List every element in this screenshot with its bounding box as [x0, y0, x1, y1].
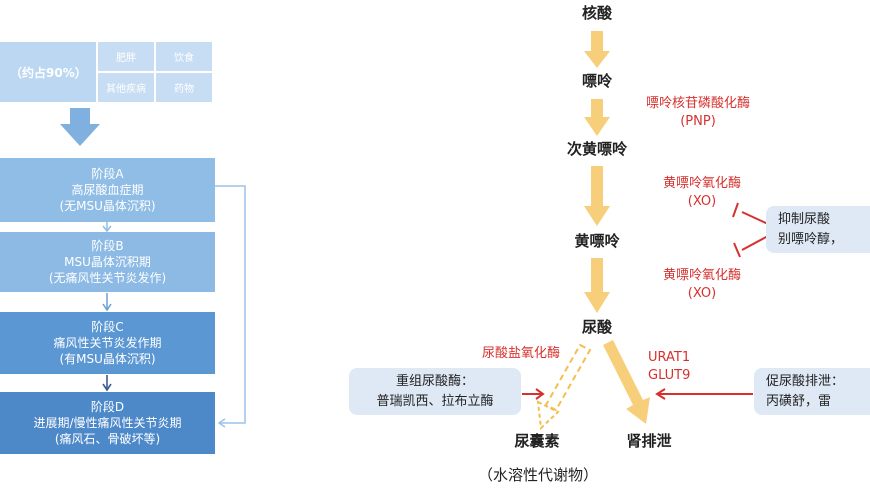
- stage-a-detail: (无MSU晶体沉积): [59, 199, 156, 214]
- promote-to-renal-arrow: [655, 388, 753, 400]
- cause-cell-drug: 药物: [156, 73, 212, 102]
- enzyme-xo2-abbr: (XO): [687, 286, 717, 301]
- stage-a-to-b-arrow: [102, 222, 112, 233]
- enzyme-xo1-name: 黄嘌呤氧化酶: [662, 176, 741, 191]
- stage-c-title: 阶段C: [91, 319, 124, 334]
- transporter-glut9: GLUT9: [648, 368, 691, 383]
- enzyme-xo2-name: 黄嘌呤氧化酶: [662, 268, 741, 283]
- node-renal-excretion: 肾排泄: [626, 432, 672, 450]
- promote-excretion-box: 促尿酸排泄： 丙磺舒，雷: [754, 368, 870, 415]
- stage-c-name: 痛风性关节炎发作期: [53, 335, 162, 350]
- recombinant-line1: 重组尿酸酶：: [395, 374, 474, 389]
- stage-b-to-c-arrow: [102, 293, 112, 312]
- arrow-nucleic-to-purine: [584, 31, 610, 68]
- node-allantoin: 尿囊素: [514, 432, 560, 450]
- inhibit-line1: 抑制尿酸: [778, 212, 831, 227]
- stage-d-title: 阶段D: [90, 399, 125, 414]
- stage-a-title: 阶段A: [91, 166, 124, 181]
- enzyme-xo1-abbr: (XO): [687, 194, 717, 209]
- recombinant-line2: 普瑞凯西、拉布立酶: [376, 393, 494, 409]
- stage-a-name: 高尿酸血症期: [71, 182, 144, 197]
- inhibit-xo1-line: [732, 202, 769, 225]
- stage-b-detail: (无痛风性关节炎发作): [48, 271, 167, 286]
- transporter-urat1: URAT1: [648, 350, 691, 365]
- stage-d-box: 阶段D 进展期/慢性痛风性关节炎期 (痛风石、骨破坏等): [0, 392, 215, 454]
- inhibit-uric-acid-box: 抑制尿酸 别嘌呤醇，: [766, 206, 870, 253]
- big-down-arrow: [60, 108, 100, 146]
- arrow-hypoxanthine-to-xanthine: [584, 166, 610, 226]
- promote-line1: 促尿酸排泄：: [766, 374, 845, 389]
- cause-cell-label: 药物: [174, 84, 194, 95]
- enzyme-uricase: 尿酸盐氧化酶: [481, 346, 560, 361]
- stage-a-to-d-bypass-line: [215, 185, 246, 428]
- stage-d-detail: (痛风石、骨破坏等): [54, 432, 161, 447]
- enzyme-pnp-name: 嘌呤核苷磷酸化酶: [645, 96, 750, 111]
- cause-main-label: （约占90%）: [10, 65, 87, 80]
- node-xanthine: 黄嘌呤: [574, 232, 620, 250]
- promote-line2: 丙磺舒，雷: [766, 393, 832, 409]
- arrow-purine-to-hypoxanthine: [584, 99, 610, 136]
- stage-b-box: 阶段B MSU晶体沉积期 (无痛风性关节炎发作): [0, 232, 215, 292]
- recombinant-uricase-box: 重组尿酸酶： 普瑞凯西、拉布立酶: [349, 368, 521, 415]
- node-nucleic-acid: 核酸: [581, 4, 612, 22]
- stage-b-title: 阶段B: [91, 238, 124, 253]
- allantoin-note: （水溶性代谢物）: [477, 466, 598, 484]
- node-purine: 嘌呤: [581, 72, 612, 90]
- stage-c-detail: (有MSU晶体沉积): [59, 352, 156, 367]
- stage-b-name: MSU晶体沉积期: [64, 254, 151, 269]
- arrow-uric-acid-to-allantoin-dashed: [536, 343, 592, 431]
- cause-cell-diet: 饮食: [156, 42, 212, 71]
- enzyme-pnp-abbr: (PNP): [680, 114, 716, 129]
- stage-c-box: 阶段C 痛风性关节炎发作期 (有MSU晶体沉积): [0, 312, 215, 374]
- cause-cell-label: 饮食: [174, 53, 194, 64]
- cause-cell-label: 其他疾病: [106, 84, 146, 95]
- stage-d-name: 进展期/慢性痛风性关节炎期: [33, 415, 182, 430]
- cause-cell-other-disease: 其他疾病: [98, 73, 154, 102]
- stage-c-to-d-arrow: [102, 375, 112, 392]
- node-hypoxanthine: 次黄嘌呤: [566, 140, 627, 158]
- recombinant-to-pathway-arrow: [522, 388, 545, 400]
- arrow-uric-acid-to-renal: [603, 340, 650, 424]
- stage-a-box: 阶段A 高尿酸血症期 (无MSU晶体沉积): [0, 158, 215, 222]
- inhibit-line2: 别嘌呤醇，: [778, 231, 844, 247]
- cause-main-box: （约占90%）: [0, 42, 96, 102]
- node-uric-acid: 尿酸: [581, 318, 612, 336]
- cause-cell-label: 肥胖: [116, 53, 136, 64]
- arrow-xanthine-to-uric-acid: [584, 258, 610, 313]
- inhibit-xo2-line: [733, 235, 769, 258]
- cause-cell-obesity: 肥胖: [98, 42, 154, 71]
